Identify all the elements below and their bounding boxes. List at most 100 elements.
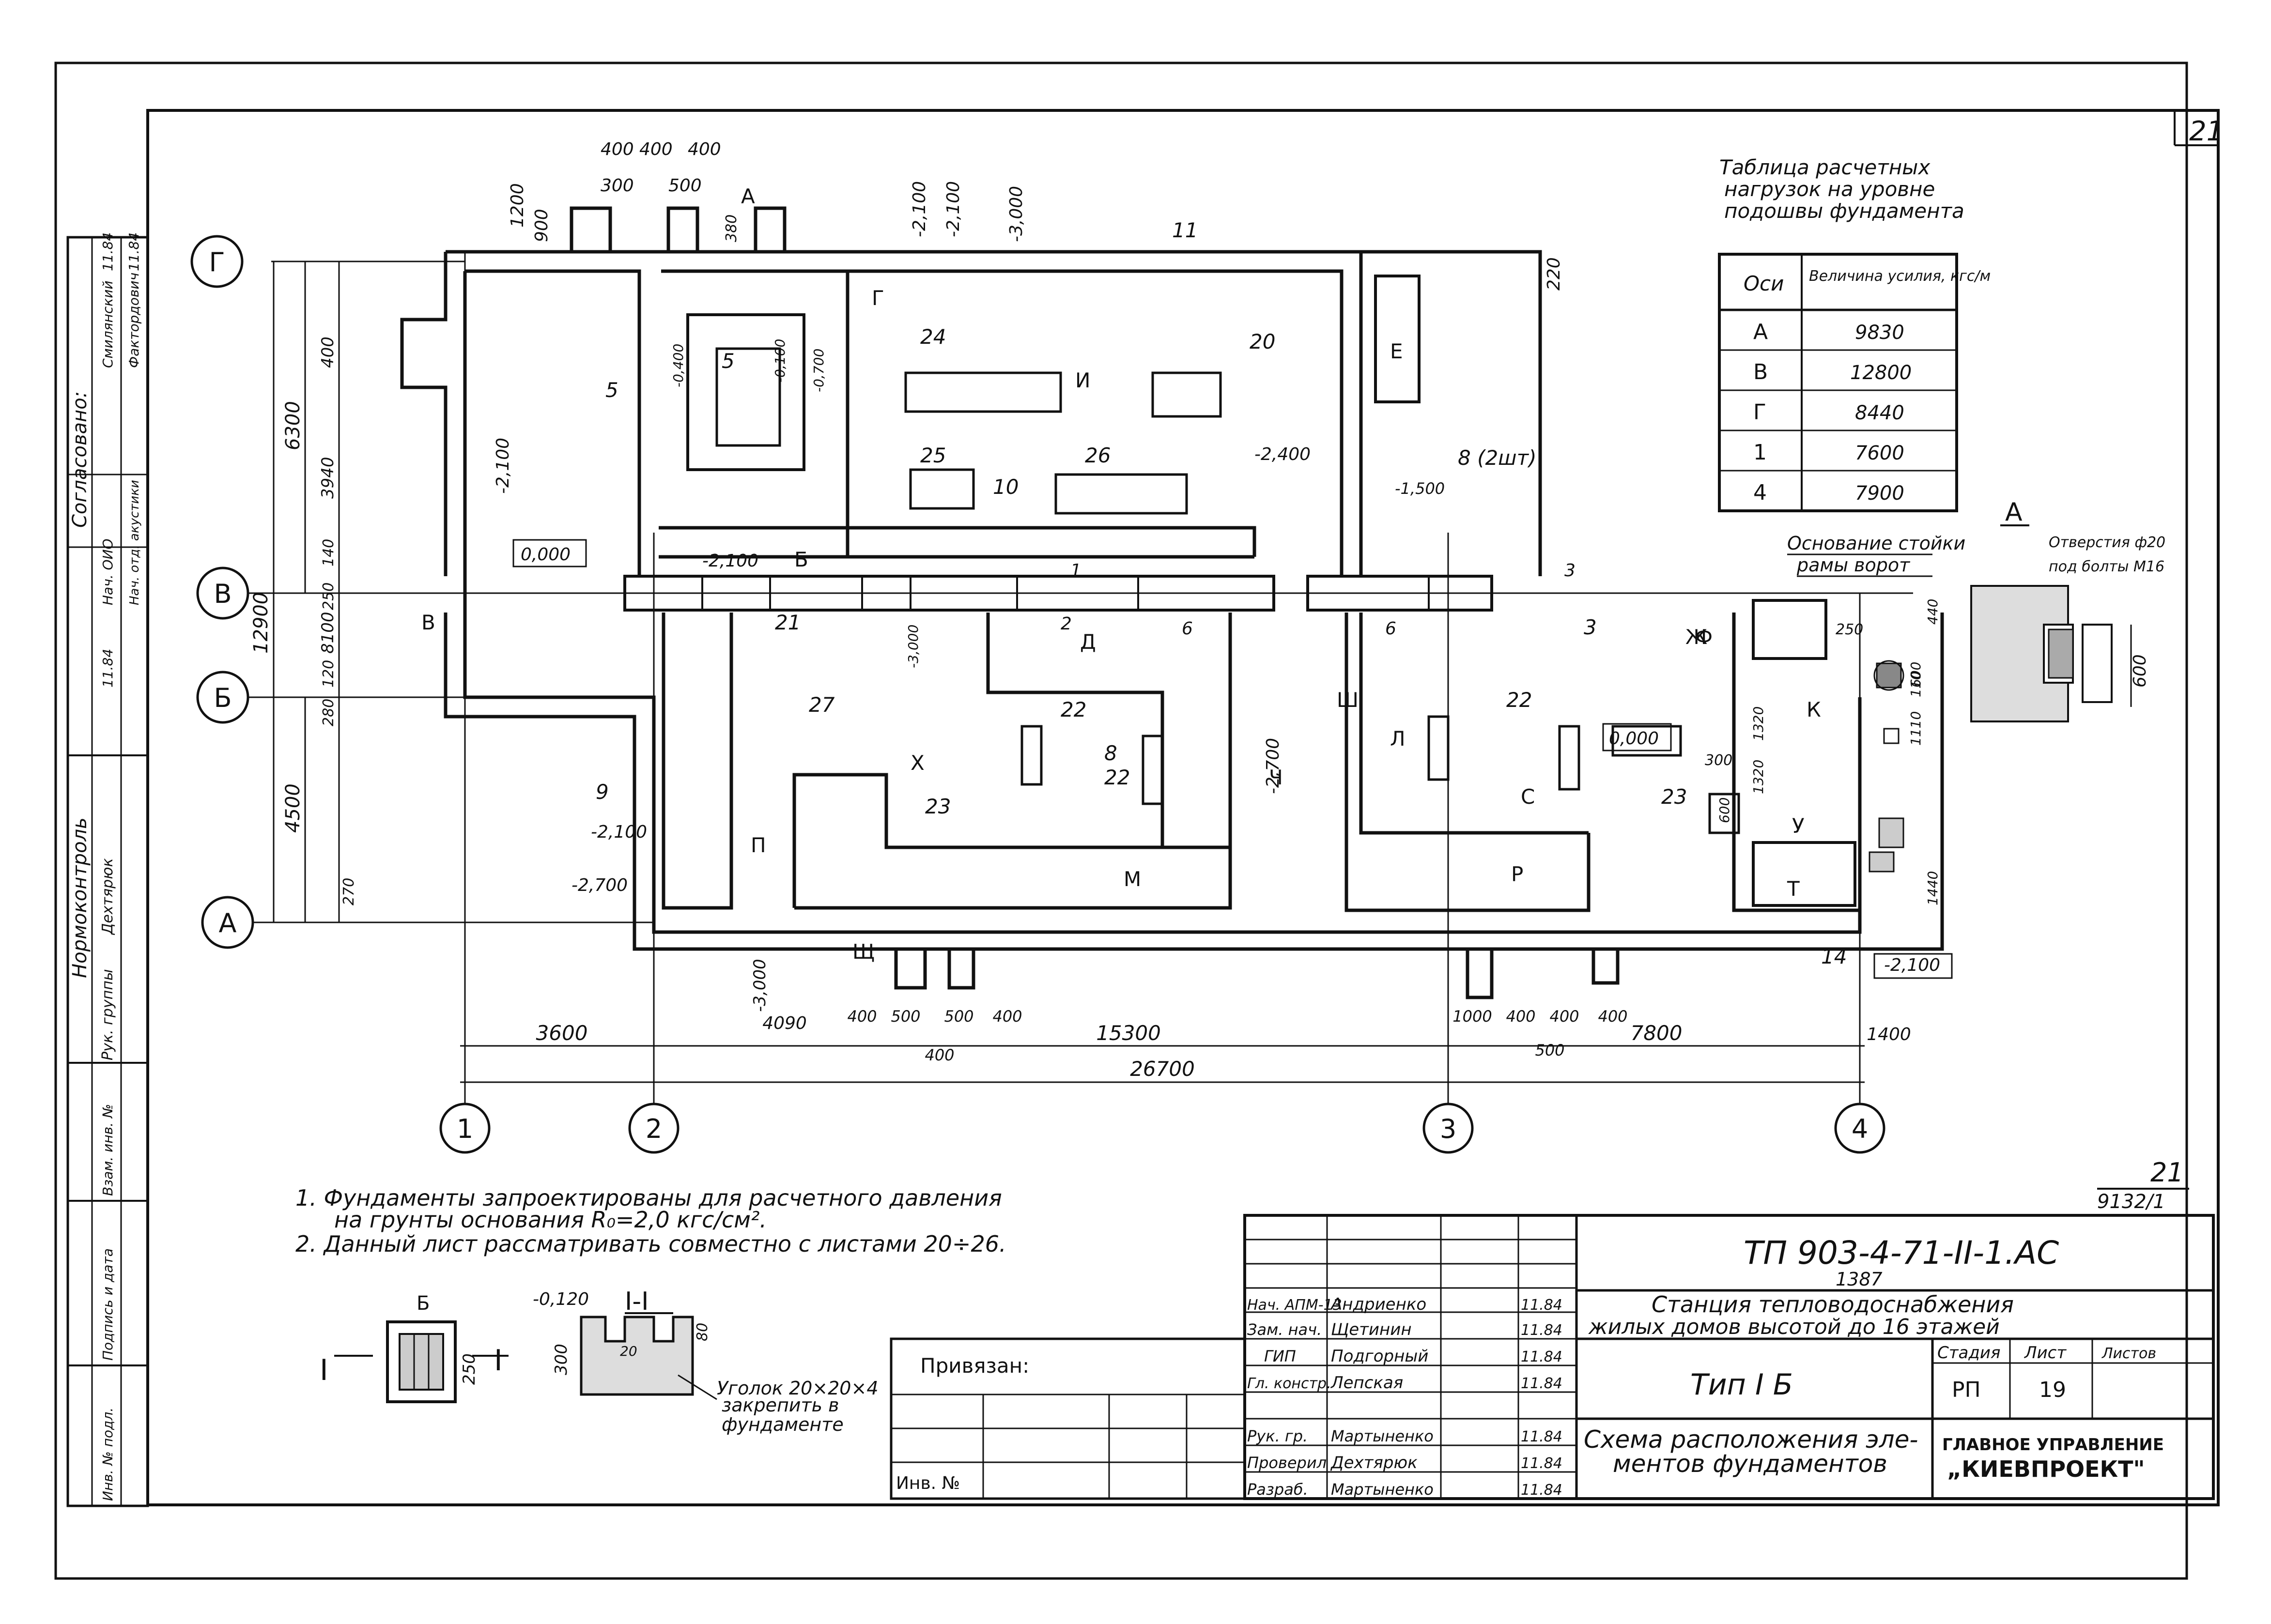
svg-text:Е: Е xyxy=(1390,339,1403,363)
strip-foundation-band xyxy=(623,575,1275,612)
svg-text:Дехтярюк: Дехтярюк xyxy=(99,858,116,935)
svg-text:440: 440 xyxy=(1925,599,1941,625)
axis-label-v: В xyxy=(214,579,232,609)
svg-text:-2,100: -2,100 xyxy=(493,438,513,494)
svg-text:7800: 7800 xyxy=(1631,1021,1683,1045)
top-dimensions: 400 400 400 300 500 1200 900 380 220 xyxy=(508,139,1564,291)
svg-text:Щ: Щ xyxy=(852,940,875,964)
svg-text:Мартыненко: Мартыненко xyxy=(1331,1480,1434,1499)
left-dimension-chain xyxy=(273,261,340,922)
svg-text:5: 5 xyxy=(722,349,735,373)
svg-text:280: 280 xyxy=(320,699,337,726)
svg-text:1: 1 xyxy=(1753,440,1767,465)
svg-text:фундаменте: фундаменте xyxy=(722,1414,844,1435)
svg-text:Х: Х xyxy=(911,751,925,775)
svg-text:400: 400 xyxy=(318,337,338,368)
svg-text:3940: 3940 xyxy=(318,457,338,499)
svg-text:ГИП: ГИП xyxy=(1264,1347,1296,1365)
svg-text:11.84: 11.84 xyxy=(126,232,142,271)
element-callouts: 11 5 5 24 20 25 10 26 8 (2шт) 21 27 22 8… xyxy=(596,218,1847,968)
svg-text:9: 9 xyxy=(596,780,609,804)
svg-text:Г: Г xyxy=(1753,400,1766,425)
svg-text:11.84: 11.84 xyxy=(1521,1455,1562,1472)
svg-text:11.84: 11.84 xyxy=(1521,1482,1562,1499)
svg-text:270: 270 xyxy=(340,878,357,905)
svg-text:7600: 7600 xyxy=(1855,442,1904,464)
svg-text:400: 400 xyxy=(847,1007,877,1026)
svg-text:1. Фундаменты запроектированы: 1. Фундаменты запроектированы для расчет… xyxy=(295,1185,1002,1211)
sheet-number: 21 xyxy=(2189,116,2224,147)
load-table: Таблица расчетных нагрузок на уровне под… xyxy=(1718,155,1991,512)
svg-text:400: 400 xyxy=(639,139,673,159)
svg-text:Андриенко: Андриенко xyxy=(1330,1295,1426,1314)
svg-text:Мартыненко: Мартыненко xyxy=(1331,1427,1434,1445)
svg-text:Подгорный: Подгорный xyxy=(1331,1347,1428,1366)
svg-text:на грунты основания R₀=2,0 кгс: на грунты основания R₀=2,0 кгс/см². xyxy=(334,1207,767,1233)
svg-text:М: М xyxy=(1124,867,1141,891)
svg-text:300: 300 xyxy=(601,176,634,196)
svg-text:-3,000: -3,000 xyxy=(1006,186,1026,242)
axis-bubble-3 xyxy=(1422,1103,1474,1154)
bottom-dimension-chain xyxy=(460,1045,1865,1083)
svg-text:3: 3 xyxy=(1584,615,1597,639)
svg-text:21: 21 xyxy=(775,611,801,634)
svg-text:14: 14 xyxy=(1821,945,1847,968)
svg-text:-0,120: -0,120 xyxy=(533,1289,589,1309)
svg-text:500: 500 xyxy=(668,176,702,196)
svg-text:У: У xyxy=(1792,814,1805,838)
svg-text:11.84: 11.84 xyxy=(1521,1348,1562,1365)
dim-left-outer: 12900 xyxy=(250,592,272,654)
axis-label-2: 2 xyxy=(646,1114,662,1144)
svg-text:11.84: 11.84 xyxy=(1521,1322,1562,1339)
zero-mark-1: 0,000 xyxy=(521,545,571,565)
svg-text:Уголок 20×20×4: Уголок 20×20×4 xyxy=(717,1378,879,1399)
dim-left-lower: 4500 xyxy=(282,783,304,833)
svg-text:-2,100: -2,100 xyxy=(943,181,963,237)
svg-text:Нач. отд. акустики: Нач. отд. акустики xyxy=(127,480,142,605)
svg-text:4: 4 xyxy=(1753,480,1767,505)
svg-text:25: 25 xyxy=(920,444,946,467)
stage-value: РП xyxy=(1952,1378,1981,1402)
svg-text:600: 600 xyxy=(1908,662,1924,688)
section-1-1: I-I -0,120 300 80 20 Уголок 20×20×4 закр… xyxy=(533,1287,879,1435)
svg-text:23: 23 xyxy=(1661,785,1687,809)
svg-text:Нач. АПМ-13: Нач. АПМ-13 xyxy=(1247,1297,1342,1314)
svg-text:22: 22 xyxy=(1506,688,1532,712)
svg-text:110: 110 xyxy=(1908,672,1924,697)
svg-text:Отверстия ф20: Отверстия ф20 xyxy=(2049,534,2165,551)
svg-text:900: 900 xyxy=(532,209,552,242)
svg-text:Ч: Ч xyxy=(1269,766,1283,789)
svg-text:Фактордович: Фактордович xyxy=(126,273,142,368)
section-letters: А Б В Е Ж Г Д И К Л М П Р С Т У Ф Х Щ Ч … xyxy=(421,184,1821,964)
title-block: ТП 903-4-71-II-1.АС 1387 Станция теплово… xyxy=(1243,1214,2215,1500)
svg-text:подошвы фундамента: подошвы фундамента xyxy=(1724,199,1964,223)
svg-text:11.84: 11.84 xyxy=(1521,1375,1562,1392)
svg-text:Щетинин: Щетинин xyxy=(1331,1320,1412,1339)
svg-text:1320: 1320 xyxy=(1750,706,1766,741)
svg-text:1110: 1110 xyxy=(1908,711,1924,746)
svg-text:11.84: 11.84 xyxy=(1521,1428,1562,1445)
svg-text:Рук. группы: Рук. группы xyxy=(99,969,116,1060)
stamp-top: 21 xyxy=(2150,1157,2184,1188)
svg-text:27: 27 xyxy=(809,693,835,717)
agreed-label: Согласовано: xyxy=(69,391,91,528)
svg-text:11.84: 11.84 xyxy=(100,649,116,688)
svg-text:Инв. №: Инв. № xyxy=(896,1473,960,1493)
svg-text:600: 600 xyxy=(2130,654,2150,688)
svg-text:нагрузок на уровне: нагрузок на уровне xyxy=(1724,177,1935,201)
svg-text:I-I: I-I xyxy=(625,1287,649,1316)
axis-bubble-g xyxy=(190,235,244,288)
svg-text:Гл. констр.: Гл. констр. xyxy=(1247,1375,1331,1392)
svg-text:400: 400 xyxy=(601,139,634,159)
svg-text:-0,700: -0,700 xyxy=(811,349,827,392)
svg-text:Рук. гр.: Рук. гр. xyxy=(1247,1427,1308,1445)
svg-text:А: А xyxy=(741,184,755,208)
svg-text:2: 2 xyxy=(1061,614,1072,634)
axis-label-b: Б xyxy=(214,683,232,713)
svg-text:Г: Г xyxy=(872,286,884,310)
svg-text:ментов фундаментов: ментов фундаментов xyxy=(1613,1450,1887,1478)
svg-text:I: I xyxy=(494,1344,503,1378)
svg-text:-0,400: -0,400 xyxy=(670,344,686,387)
svg-text:3: 3 xyxy=(1564,561,1576,581)
svg-text:1387: 1387 xyxy=(1836,1269,1883,1290)
